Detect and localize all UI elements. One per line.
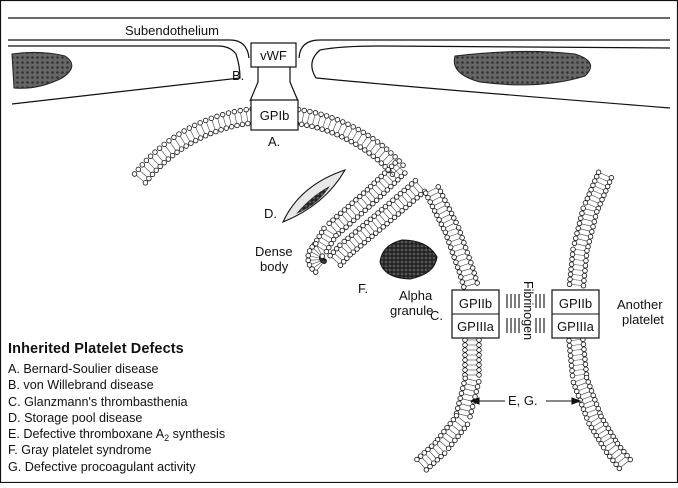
membrane-to-receptor (423, 184, 480, 290)
endothelial-nucleus-left (11, 51, 73, 89)
legend-item-g: G. Defective procoagulant activity (8, 459, 196, 474)
label-d: D. (264, 206, 277, 221)
vwf-box (250, 42, 297, 68)
membrane-arc-right (283, 105, 406, 178)
gpib-box (250, 99, 299, 131)
label-f: F. (358, 281, 368, 296)
membrane-other-lower (566, 336, 633, 472)
gpiib-right-label: GPIIb (559, 296, 592, 311)
label-c: C. (430, 308, 443, 323)
fibrinogen-bridge (506, 294, 545, 333)
subendothelium-label: Subendothelium (125, 23, 219, 38)
membrane-fold-tip (305, 241, 328, 275)
vwf-label: vWF (260, 48, 287, 63)
membrane-arc-left (131, 106, 257, 186)
alpha-granule (379, 239, 438, 280)
legend-title: Inherited Platelet Defects (8, 341, 184, 357)
legend-item-c: C. Glanzmann's thrombasthenia (8, 394, 188, 409)
legend-item-d: D. Storage pool disease (8, 410, 143, 425)
another-label-1: Another (617, 297, 663, 312)
dense-label-1: Dense (255, 244, 293, 259)
membrane-fold-outer (311, 160, 408, 255)
gpiib-left-label: GPIIb (459, 296, 492, 311)
legend-item-b: B. von Willebrand disease (8, 378, 154, 393)
legend-item-e-suffix: synthesis (169, 427, 226, 442)
legend-item-e: E. Defective thromboxane A2 synthesis (8, 426, 308, 444)
fibrinogen-label: Fibrinogen (521, 281, 535, 340)
gpiiia-right-label: GPIIIa (557, 319, 595, 334)
legend-item-e-subscript: 2 (164, 433, 170, 444)
label-a: A. (268, 134, 280, 149)
membrane-fold-inner (327, 178, 428, 268)
another-label-2: platelet (622, 312, 664, 327)
legend-item-a: A. Bernard-Soulier disease (8, 362, 159, 376)
label-b: B. (232, 68, 244, 83)
gpib-label: GPIb (260, 108, 290, 123)
label-eg: E, G. (508, 393, 538, 408)
endothelium (8, 39, 671, 109)
gpiiia-left-label: GPIIIa (457, 319, 495, 334)
endothelial-nucleus-right (453, 50, 592, 86)
legend-item-e-text: E. Defective thromboxane A (8, 427, 165, 442)
eg-arrows (469, 397, 582, 405)
legend-item-f: F. Gray platelet syndrome (8, 443, 152, 458)
alpha-label-2: granule (390, 303, 433, 318)
membrane-lower-left (414, 337, 482, 473)
platelet-membrane (131, 105, 633, 473)
dense-label-2: body (260, 259, 289, 274)
dense-body (281, 169, 347, 224)
membrane-other-upper (566, 169, 615, 289)
legend: Inherited Platelet Defects A. Bernard-So… (8, 341, 308, 475)
alpha-label-1: Alpha (399, 288, 433, 303)
vwf-stalk (249, 67, 299, 102)
dense-body-core (296, 186, 330, 214)
